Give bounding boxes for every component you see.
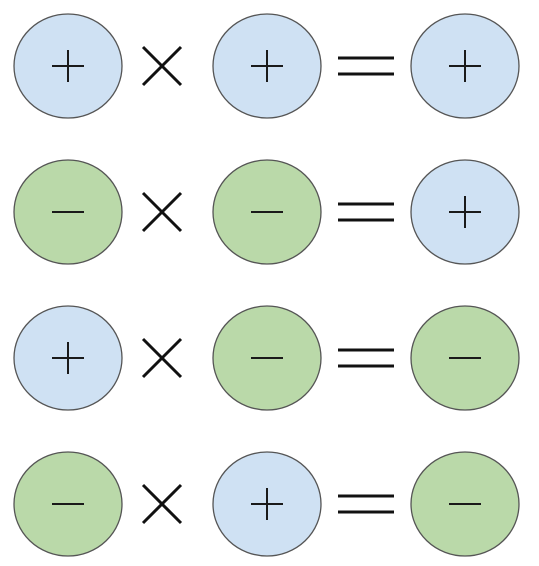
times-icon — [141, 191, 183, 233]
equals-icon — [338, 494, 394, 514]
left-operand — [13, 13, 123, 119]
left-operand — [13, 305, 123, 411]
equation-row-1 — [13, 13, 520, 119]
plus-icon — [449, 196, 481, 228]
times-icon — [141, 483, 183, 525]
equation-row-3 — [13, 305, 520, 411]
result-operand — [410, 451, 520, 557]
times-icon — [141, 45, 183, 87]
right-operand — [212, 305, 322, 411]
plus-icon — [52, 342, 84, 374]
plus-icon — [52, 50, 84, 82]
plus-icon — [251, 488, 283, 520]
plus-icon — [449, 50, 481, 82]
equation-row-2 — [13, 159, 520, 265]
equals-icon — [338, 348, 394, 368]
result-operand — [410, 305, 520, 411]
result-operand — [410, 13, 520, 119]
equation-row-4 — [13, 451, 520, 557]
left-operand — [13, 451, 123, 557]
plus-icon — [251, 50, 283, 82]
left-operand — [13, 159, 123, 265]
result-operand — [410, 159, 520, 265]
equals-icon — [338, 202, 394, 222]
times-icon — [141, 337, 183, 379]
equals-icon — [338, 56, 394, 76]
right-operand — [212, 13, 322, 119]
right-operand — [212, 159, 322, 265]
right-operand — [212, 451, 322, 557]
